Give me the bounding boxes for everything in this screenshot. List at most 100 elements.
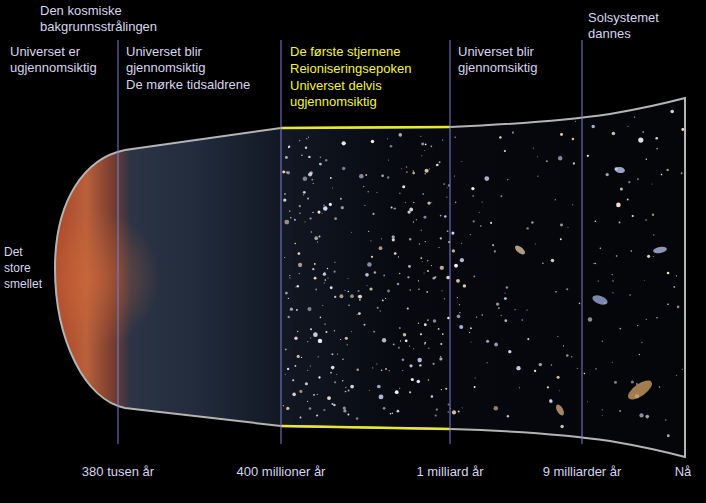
star <box>294 219 296 221</box>
star <box>431 265 432 266</box>
star <box>313 394 315 396</box>
star <box>392 235 395 238</box>
star <box>438 247 439 248</box>
star <box>346 344 348 346</box>
star <box>457 297 458 298</box>
star <box>433 363 435 365</box>
star <box>474 386 476 388</box>
star <box>444 298 445 299</box>
star <box>385 368 387 370</box>
star <box>549 400 552 403</box>
star <box>337 353 338 354</box>
star <box>297 285 299 287</box>
star <box>533 148 534 149</box>
star <box>494 250 496 252</box>
star <box>462 407 463 408</box>
star <box>288 298 289 299</box>
star <box>323 206 328 211</box>
star <box>630 250 632 252</box>
star <box>448 403 450 405</box>
star <box>295 286 296 287</box>
star <box>440 215 442 217</box>
star <box>433 319 437 323</box>
star <box>614 381 617 384</box>
star <box>439 357 442 360</box>
star <box>435 415 437 417</box>
star <box>319 163 322 166</box>
epoch-label: Reioniseringsepoken <box>290 61 440 77</box>
star <box>393 343 395 345</box>
star <box>285 292 288 295</box>
star <box>496 302 499 305</box>
star <box>425 169 429 173</box>
time-label: Nå <box>666 464 700 480</box>
star <box>323 204 325 206</box>
star <box>297 331 298 332</box>
star <box>390 145 393 148</box>
universe-outline <box>55 98 685 457</box>
star <box>560 425 563 428</box>
star <box>612 274 613 275</box>
star <box>421 155 422 156</box>
star <box>476 317 477 318</box>
star <box>560 133 563 136</box>
star <box>472 195 473 196</box>
star <box>429 168 430 169</box>
star <box>394 207 396 209</box>
star <box>311 179 313 181</box>
star <box>673 286 675 288</box>
star <box>294 337 297 340</box>
star <box>666 169 668 171</box>
star <box>342 359 343 360</box>
star <box>334 330 335 331</box>
star <box>301 357 302 358</box>
star <box>454 176 455 177</box>
star <box>537 176 538 177</box>
star <box>504 293 505 294</box>
star <box>363 186 364 187</box>
star <box>348 304 350 306</box>
time-label: 380 tusen år <box>58 464 178 480</box>
star <box>332 188 333 189</box>
star <box>572 138 575 141</box>
time-label: 400 millioner år <box>216 464 346 480</box>
star <box>436 164 438 166</box>
star <box>407 308 409 310</box>
star <box>299 213 300 214</box>
star <box>579 303 581 305</box>
star <box>286 407 289 410</box>
star <box>359 299 361 301</box>
star <box>341 206 344 209</box>
star <box>303 191 306 194</box>
star <box>681 128 684 131</box>
star <box>438 328 440 330</box>
star <box>661 174 663 176</box>
star <box>557 336 558 337</box>
star <box>409 364 412 367</box>
star <box>381 238 382 239</box>
star <box>641 342 642 343</box>
star <box>387 138 388 139</box>
star <box>428 379 430 381</box>
star <box>639 413 643 417</box>
star <box>317 394 318 395</box>
star <box>373 331 375 333</box>
star <box>475 377 476 378</box>
star <box>284 257 285 258</box>
star <box>484 176 489 181</box>
star <box>500 195 502 197</box>
star <box>350 385 354 389</box>
star <box>451 232 454 235</box>
star <box>340 339 341 340</box>
star <box>455 202 456 203</box>
star <box>351 331 352 332</box>
star <box>470 234 471 235</box>
star <box>330 286 333 289</box>
star <box>499 136 501 138</box>
star <box>383 407 386 410</box>
star <box>381 174 384 177</box>
star <box>351 232 352 233</box>
star <box>469 332 470 333</box>
star <box>573 162 575 164</box>
star <box>365 273 369 277</box>
